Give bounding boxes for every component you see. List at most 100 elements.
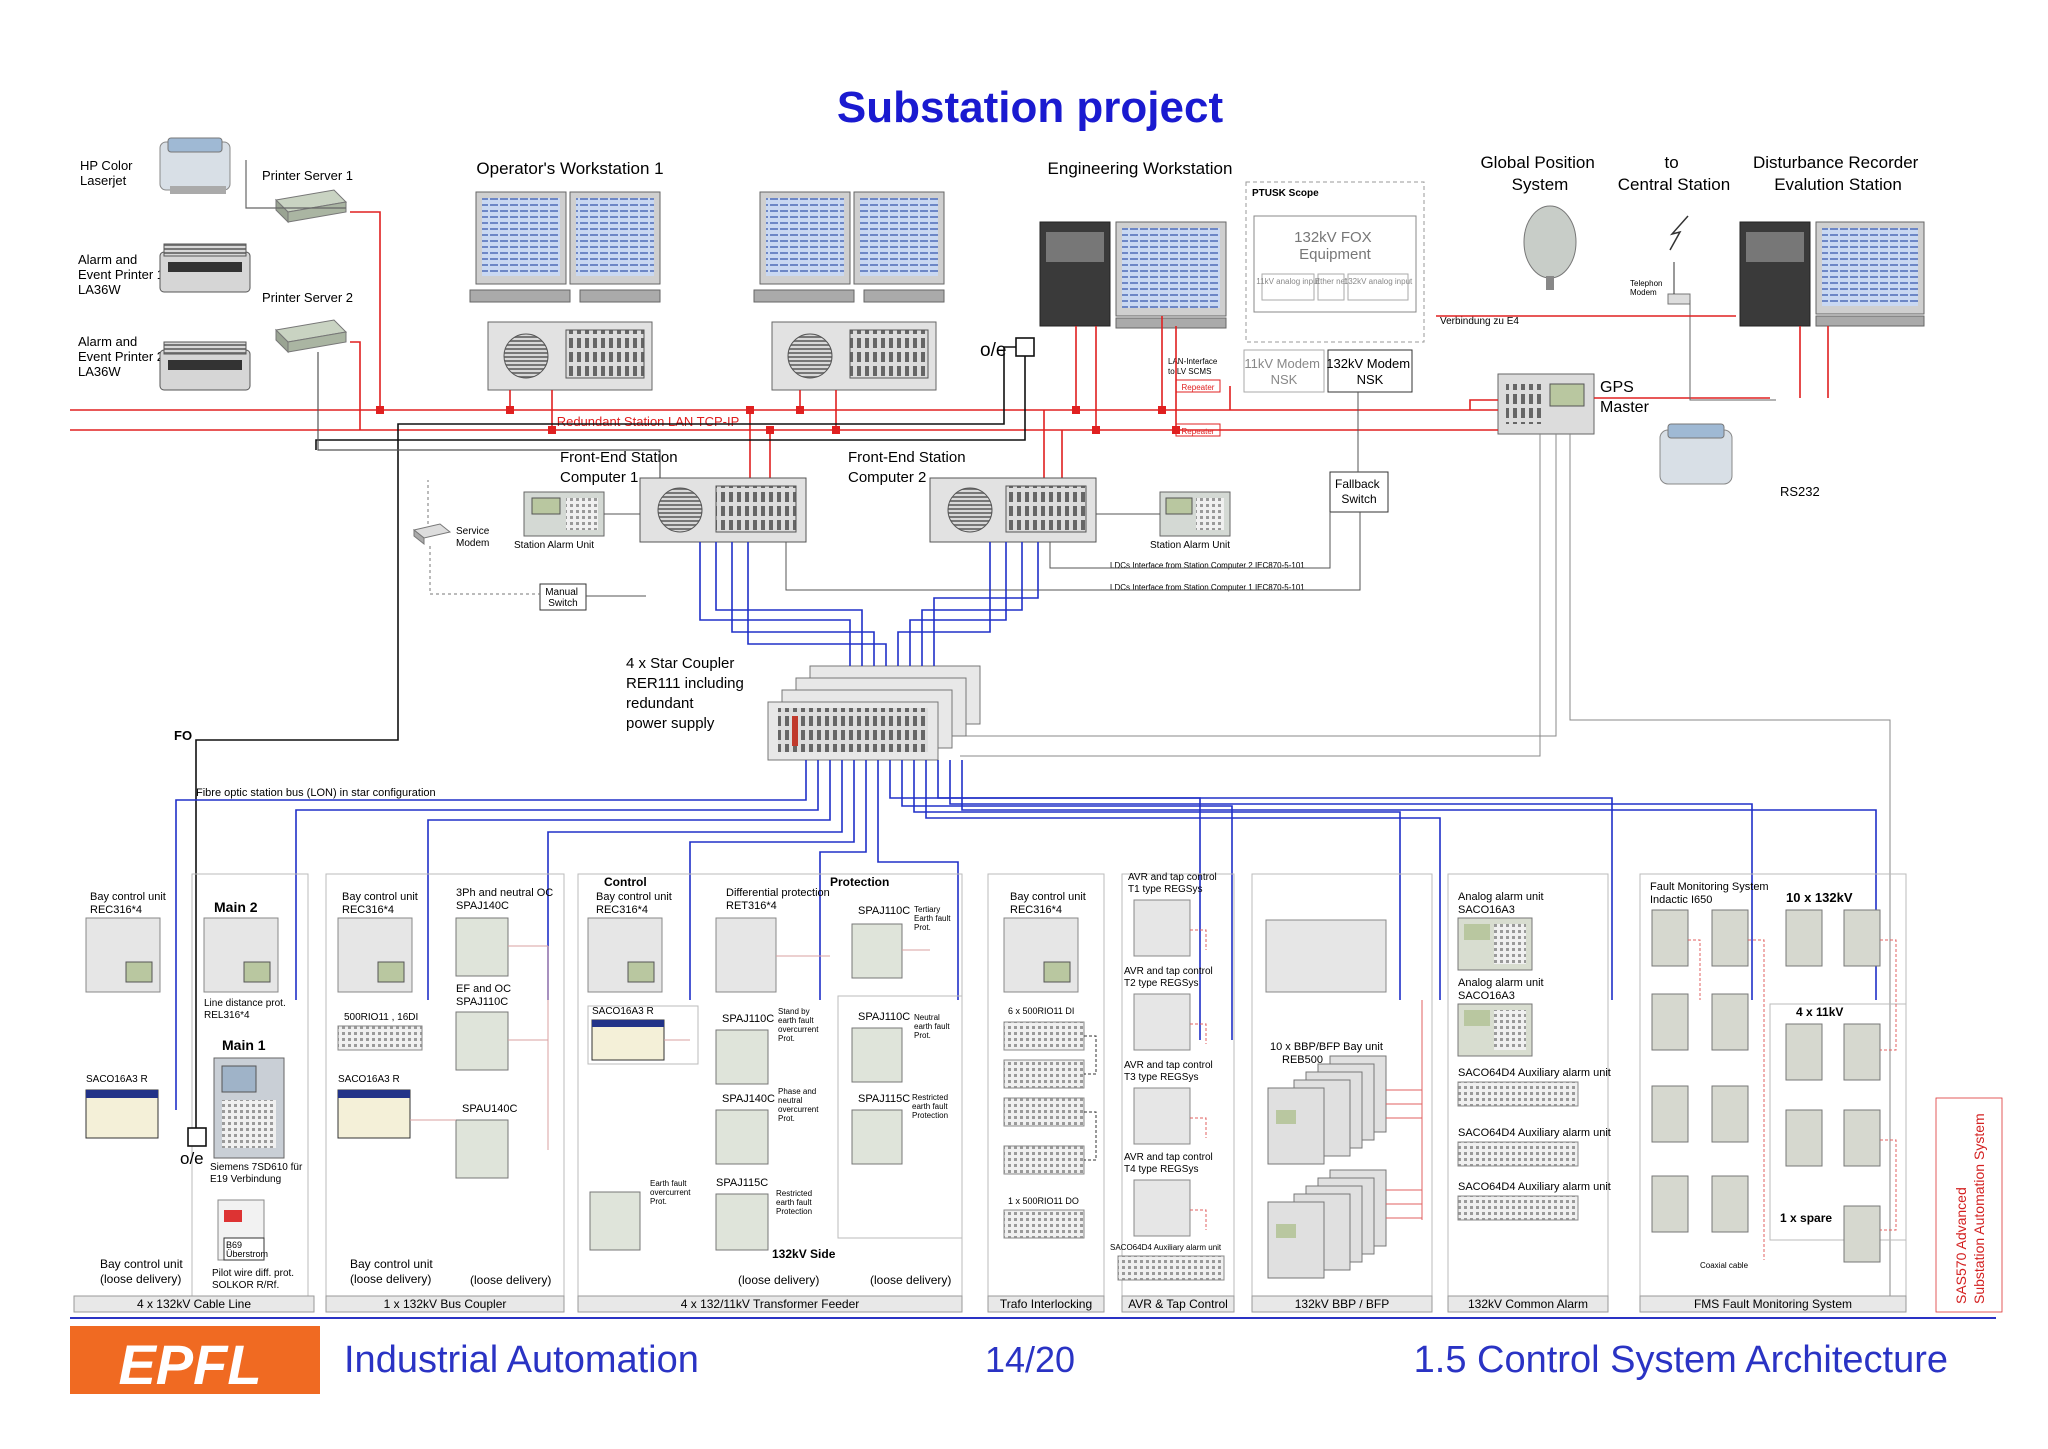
hp-color-printer [159, 137, 231, 194]
ldc-interface-1-label: LDCs Interface from Station Computer 1 I… [1110, 583, 1305, 592]
fox-port-11kv: 11kV analog input [1256, 277, 1320, 286]
svg-text:Line distance prot. REL3: Line distance prot. REL316*4 [204, 998, 289, 1021]
operator-workstation-label: Operator's Workstation 1 [476, 159, 663, 178]
svg-text:Tertiary Earth fault: Tertiary Earth fault Prot. [914, 905, 953, 932]
svg-text:Bay control unit (loose: Bay control unit (loose delivery) [350, 1257, 436, 1286]
svg-text:Bay control unit REC316*: Bay control unit REC316*4 [342, 891, 421, 916]
svg-text:Neutral earth fault: Neutral earth fault Prot. [914, 1013, 952, 1040]
engineering-workstation [1039, 221, 1227, 329]
svg-text:Fault Monitoring System: Fault Monitoring System Indactic I650 [1650, 881, 1772, 906]
svg-text:Differential protection: Differential protection RET316*4 [726, 887, 833, 912]
rs232-label: RS232 [1780, 484, 1820, 499]
svg-text:10 x BBP/BFP Bay unit RE: 10 x BBP/BFP Bay unit REB500 [1270, 1041, 1386, 1066]
svg-text:AVR and tap control T2 t: AVR and tap control T2 type REGSys [1124, 966, 1216, 989]
svg-text:132kV Modem NSK: 132kV Modem NSK [1326, 356, 1413, 387]
fallback-switch: Fallback Switch [1329, 471, 1389, 513]
svg-text:4 x 11kV: 4 x 11kV [1796, 1005, 1843, 1019]
alarm-printer-2-label: Alarm and Event Printer 2 LA36W [78, 334, 168, 379]
ldc-interface-2-label: LDCs Interface from Station Computer 2 I… [1110, 561, 1305, 570]
bay-bus-coupler: Bay control unit REC316*4 3Ph and neutra… [325, 873, 565, 1313]
svg-text:SACO16A3 R: SACO16A3 R [592, 1006, 654, 1017]
bay-cable-line: Bay control unit REC316*4 Main 2 Line di… [73, 873, 315, 1313]
verbindung-label: Verbindung zu E4 [1440, 316, 1519, 327]
gps-master-label: GPS Master [1600, 379, 1650, 416]
svg-text:o/e: o/e [180, 1149, 204, 1168]
svg-text:Bay control unit REC316*: Bay control unit REC316*4 [1010, 891, 1089, 916]
svg-text:3Ph and neutral OC SPAJ1: 3Ph and neutral OC SPAJ140C [456, 887, 556, 912]
front-end-station-computer-2 [929, 477, 1097, 543]
station-alarm-unit-1-label: Station Alarm Unit [514, 540, 594, 551]
svg-text:Restricted earth fault: Restricted earth fault Protection [776, 1189, 814, 1216]
lan-interface-label: LAN-Interface to LV SCMS [1168, 357, 1220, 376]
svg-text:Manual Switch: Manual Switch [545, 587, 581, 609]
svg-text:SPAJ115C: SPAJ115C [858, 1093, 910, 1105]
fibre-bus-lines [175, 760, 1877, 1110]
epfl-logo: EPFL [70, 1326, 320, 1396]
svg-text:Bay control unit REC316*: Bay control unit REC316*4 [90, 891, 169, 916]
engineering-workstation-label: Engineering Workstation [1048, 159, 1233, 178]
bay-avr-tap-control: AVR and tap control T1 type REGSys AVR a… [1110, 872, 1235, 1313]
svg-text:6 x 500RIO11 DI: 6 x 500RIO11 DI [1008, 1006, 1074, 1016]
svg-text:132kV Side: 132kV Side [772, 1247, 836, 1261]
bay-common-alarm: Analog alarm unit SACO16A3 Analog alarm … [1447, 873, 1611, 1313]
oe-converter-top [1015, 337, 1035, 357]
footer-section: 1.5 Control System Architecture [1414, 1339, 1948, 1381]
svg-text:SACO64D4 Auxiliary alarm unit: SACO64D4 Auxiliary alarm unit [1110, 1243, 1222, 1252]
alarm-printer-1-label: Alarm and Event Printer 1 LA36W [78, 252, 168, 297]
operator-workstation-1 [469, 191, 661, 391]
bay-fms-footer: FMS Fault Monitoring System [1694, 1297, 1852, 1311]
svg-text:Siemens 7SD610 für E19 V: Siemens 7SD610 für E19 Verbindung [210, 1162, 305, 1185]
fibre-bus-label: Fibre optic station bus (LON) in star co… [196, 787, 436, 799]
svg-text:1 x spare: 1 x spare [1780, 1211, 1832, 1225]
bay-transformer-feeder: Control Protection Bay control unit REC3… [577, 873, 963, 1313]
svg-text:Main 1: Main 1 [222, 1037, 266, 1053]
svg-text:SACO64D4 Auxiliary alarm unit: SACO64D4 Auxiliary alarm unit [1458, 1067, 1611, 1079]
svg-text:Fallback Switch: Fallback Switch [1335, 477, 1383, 506]
service-modem [412, 523, 452, 546]
ptusk-scope: PTUSK Scope 132kV FOX Equipment 11kV ana… [1245, 181, 1425, 343]
telephon-modem [1667, 293, 1691, 305]
svg-text:AVR and tap control T3 t: AVR and tap control T3 type REGSys [1124, 1060, 1216, 1083]
bay-bus-coupler-footer: 1 x 132kV Bus Coupler [384, 1297, 507, 1311]
bay-bbp-footer: 132kV BBP / BFP [1295, 1297, 1390, 1311]
bay-cable-line-footer: 4 x 132kV Cable Line [137, 1297, 251, 1311]
svg-text:(loose delivery): (loose delivery) [738, 1273, 819, 1287]
bay-trafo-interlocking: Bay control unit REC316*4 6 x 500RIO11 D… [987, 873, 1105, 1313]
central-station-label: to Central Station [1618, 153, 1730, 194]
ptusk-scope-label: PTUSK Scope [1252, 188, 1319, 199]
svg-text:AVR and tap control T1 t: AVR and tap control T1 type REGSys [1128, 872, 1220, 895]
rs232-printer [1659, 423, 1733, 485]
printer-server-1 [274, 189, 348, 224]
oe-label-top: o/e [980, 340, 1006, 361]
page-title: Substation project [837, 83, 1224, 132]
printer-server-2 [274, 319, 348, 354]
printer-area: HP Color Laserjet Printer Server 1 Alarm… [78, 137, 353, 391]
svg-text:EF and OC SPAJ110C: EF and OC SPAJ110C [456, 983, 514, 1008]
printer-server-2-label: Printer Server 2 [262, 290, 353, 305]
service-modem-label: Service Modem [456, 526, 492, 549]
repeater-1: Repeater [1175, 379, 1221, 393]
svg-text:AVR and tap control T4 t: AVR and tap control T4 type REGSys [1124, 1152, 1216, 1175]
fox-port-132kv: 132kV analog input [1344, 277, 1413, 286]
svg-text:SACO64D4 Auxiliary alarm unit: SACO64D4 Auxiliary alarm unit [1458, 1181, 1611, 1193]
svg-text:500RIO11 , 16DI: 500RIO11 , 16DI [344, 1012, 418, 1023]
telephon-modem-label: Telephon Modem [1630, 279, 1665, 297]
bay-trafo-interlocking-footer: Trafo Interlocking [1000, 1297, 1092, 1311]
fo-label: FO [174, 728, 192, 743]
svg-text:11kV Modem NSK: 11kV Modem NSK [1244, 356, 1323, 387]
svg-text:Earth fault overcurrent: Earth fault overcurrent Prot. [650, 1179, 693, 1206]
svg-text:SACO64D4 Auxiliary alarm unit: SACO64D4 Auxiliary alarm unit [1458, 1127, 1611, 1139]
svg-text:Repeater: Repeater [1182, 383, 1215, 392]
svg-text:Main 2: Main 2 [214, 899, 258, 915]
svg-text:B69 Überstrom: B69 Überstrom [226, 1240, 268, 1259]
svg-text:SPAJ110C: SPAJ110C [858, 1011, 910, 1023]
station-alarm-unit-2 [1159, 491, 1231, 537]
svg-text:Analog alarm unit SACO16: Analog alarm unit SACO16A3 [1458, 977, 1547, 1002]
hp-color-label: HP Color Laserjet [80, 158, 136, 188]
disturbance-recorder-label: Disturbance Recorder Evalution Station [1753, 153, 1923, 194]
svg-text:Pilot wire diff. prot. S: Pilot wire diff. prot. SOLKOR R/Rf. [212, 1268, 297, 1291]
svg-text:Bay control unit (loose: Bay control unit (loose delivery) [100, 1257, 186, 1286]
svg-text:Restricted earth fault: Restricted earth fault Protection [912, 1093, 950, 1120]
star-coupler [767, 665, 981, 761]
fesc2-label: Front-End Station Computer 2 [848, 449, 970, 486]
